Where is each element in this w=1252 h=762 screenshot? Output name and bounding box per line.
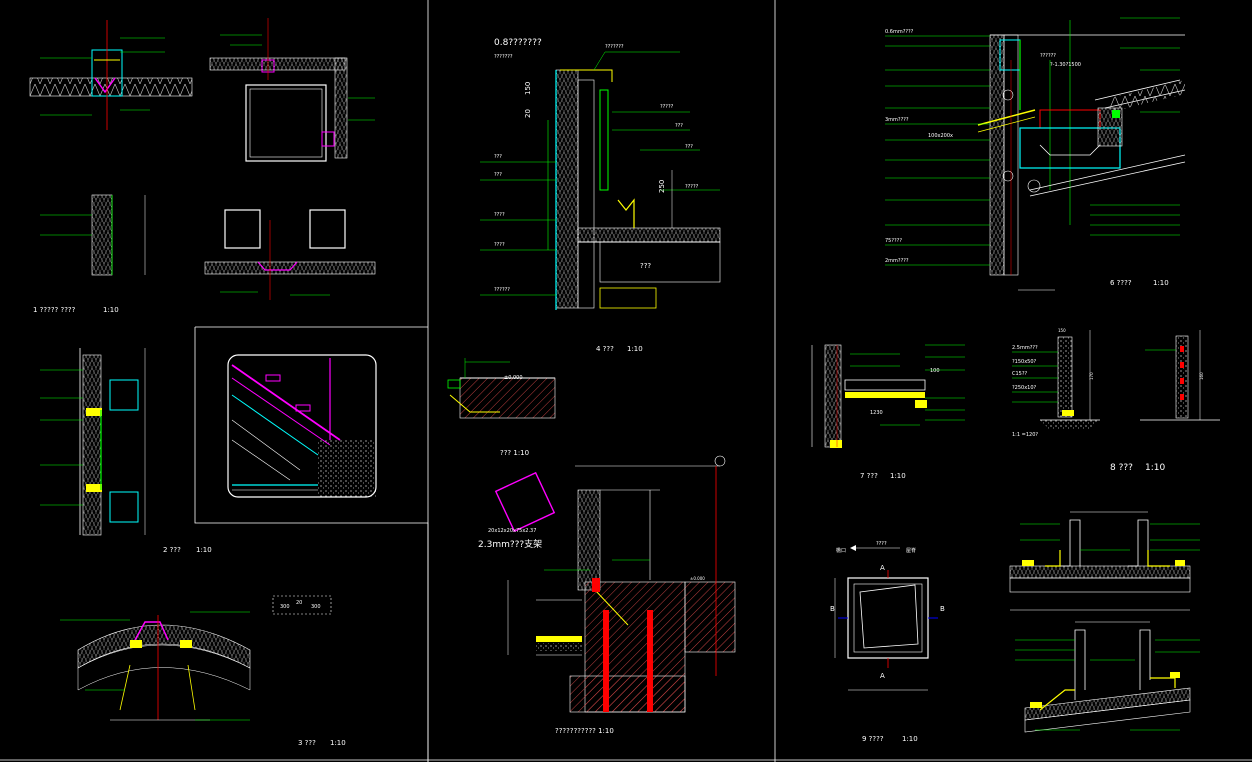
detail-6: 0.6mm???? ?????? ?-1.30?1500 3mm???? 100… xyxy=(885,17,1186,291)
detail-3-dim-300a: 300 xyxy=(280,604,290,610)
detail-9-side-right: 屋脊 xyxy=(906,547,916,554)
detail-8-note-4: ?250x10? xyxy=(1012,385,1037,391)
detail-4-dim-150: 150 xyxy=(524,82,532,95)
detail-4-label-r3: ??? xyxy=(685,144,693,150)
detail-4-label-l1: ??? xyxy=(494,154,502,160)
detail-4-dim-20: 20 xyxy=(524,109,532,118)
detail-9-scale: 1:10 xyxy=(902,735,918,743)
detail-2: 2 ??? 1:10 xyxy=(40,348,212,554)
detail-9-marker-a-bottom: A xyxy=(880,672,885,680)
detail-1-title: 1 ????? ???? xyxy=(33,306,76,314)
detail-6-note-7: 2mm???? xyxy=(885,258,909,264)
gutter-small-detail: ±0.000 ??? 1:10 xyxy=(447,358,556,457)
detail-3-dim-300b: 300 xyxy=(311,604,321,610)
detail-9-side-left: 檐口 xyxy=(836,547,846,554)
detail-6-note-2: ?????? xyxy=(1040,53,1056,59)
detail-7-dim-100: 100 xyxy=(930,368,940,374)
detail-7-title: 7 ??? xyxy=(860,472,878,480)
detail-8-note-5: 1:1 =120? xyxy=(1012,432,1038,438)
detail-4-label-l2: ??? xyxy=(494,172,502,178)
detail-3-dim-20: 20 xyxy=(296,600,302,606)
detail-5: 20x12x20x75x2.37 2.3mm???支架 ±0.000 ?????… xyxy=(478,455,736,735)
detail-4-label-l3: ???? xyxy=(494,212,505,218)
detail-9-marker-b-right: B xyxy=(940,605,945,613)
detail-8-dim-top: 150 xyxy=(1058,328,1066,333)
enlarged-detail xyxy=(227,354,377,498)
detail-6-note-5: 100x200x xyxy=(928,133,953,139)
detail-5-elev-right: ±0.000 xyxy=(690,576,705,581)
detail-4-title: 4 ??? xyxy=(596,345,614,353)
detail-4: 0.8??????? ??????? ??????? ????? ??? ???… xyxy=(480,38,721,353)
detail-5-sample-dims: 20x12x20x75x2.37 xyxy=(488,528,536,534)
detail-4-label-l5: ?????? xyxy=(494,287,510,293)
detail-4-label-r4: ????? xyxy=(685,184,699,190)
detail-4-label-top-left-2: ??????? xyxy=(494,54,513,60)
detail-2-title: 2 ??? xyxy=(163,546,181,554)
detail-9-title: 9 ???? xyxy=(862,735,884,743)
detail-8-dim-side1: 170 xyxy=(1089,372,1094,380)
detail-8: 2.5mm??? ?150x50? C15?? ?250x10? 1:1 =12… xyxy=(1012,328,1220,473)
detail-6-title: 6 ???? xyxy=(1110,279,1132,287)
detail-10-title: ??????????? 1:10 xyxy=(555,727,614,735)
detail-8-title: 8 ??? xyxy=(1110,463,1133,473)
detail-8-dim-side2: 160 xyxy=(1199,372,1204,380)
detail-4-label-floor: ??? xyxy=(640,262,651,270)
detail-5-steel-note: 2.3mm???支架 xyxy=(478,538,542,550)
detail-9-marker-a-top: A xyxy=(880,564,885,572)
detail-3-title: 3 ??? xyxy=(298,739,316,747)
detail-4-label-r1: ????? xyxy=(660,104,674,110)
gutter-elev: ±0.000 xyxy=(504,375,523,381)
detail-4-label-top-right: ??????? xyxy=(605,44,624,50)
detail-8-note-2: ?150x50? xyxy=(1012,359,1037,365)
detail-1-scale: 1:10 xyxy=(103,306,119,314)
detail-8-note-3: C15?? xyxy=(1012,371,1028,377)
detail-1: 1 ????? ???? 1:10 xyxy=(29,18,376,314)
detail-3: 300 20 300 3 ??? 1:10 xyxy=(60,595,346,747)
detail-3-scale: 1:10 xyxy=(330,739,346,747)
detail-6-note-3: ?-1.30?1500 xyxy=(1050,62,1081,68)
detail-9: ???? 檐口 屋脊 A A B B 9 ???? 1:10 xyxy=(830,541,945,743)
detail-8-note-1: 2.5mm??? xyxy=(1012,345,1038,351)
detail-4-label-l4: ???? xyxy=(494,242,505,248)
detail-2-scale: 1:10 xyxy=(196,546,212,554)
detail-4-dim-250: 250 xyxy=(658,180,666,193)
detail-8-scale: 1:10 xyxy=(1145,463,1165,473)
detail-5-title: ??? 1:10 xyxy=(500,449,529,457)
details-a-b xyxy=(1009,511,1200,733)
detail-6-note-4: 3mm???? xyxy=(885,117,909,123)
detail-4-label-r2: ??? xyxy=(675,123,683,129)
detail-4-scale: 1:10 xyxy=(627,345,643,353)
detail-6-note-6: 75???? xyxy=(885,238,902,244)
detail-4-label-top-left-1: 0.8??????? xyxy=(494,38,542,48)
detail-7-dim-1230: 1230 xyxy=(870,410,883,416)
detail-7-scale: 1:10 xyxy=(890,472,906,480)
detail-6-scale: 1:10 xyxy=(1153,279,1169,287)
detail-7: 1230 100 7 ??? 1:10 xyxy=(811,344,965,480)
detail-6-note-1: 0.6mm???? xyxy=(885,29,914,35)
detail-9-marker-b-left: B xyxy=(830,605,835,613)
detail-9-arrow-text: ???? xyxy=(876,541,887,547)
